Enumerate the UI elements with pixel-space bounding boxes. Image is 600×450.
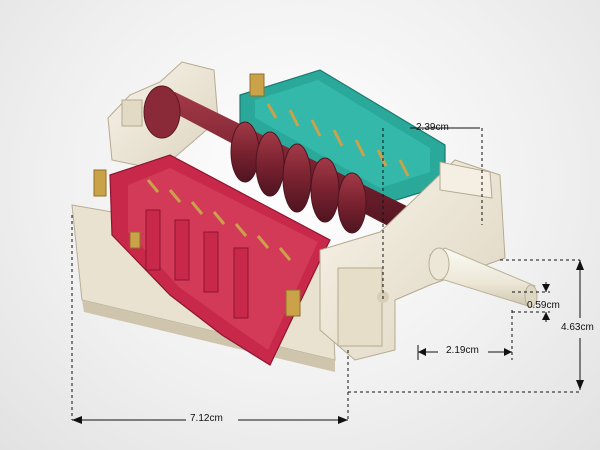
red-contact-block: [93, 154, 331, 366]
dimension-label-shaft-length: 2.19cm: [446, 345, 479, 356]
dimension-arrows: [72, 260, 584, 424]
front-housing: [319, 159, 506, 361]
dimension-label-shaft-diameter: 0.59cm: [527, 300, 560, 311]
control-shaft: [428, 247, 538, 308]
cam-shaft: [143, 85, 425, 235]
dimension-label-total-length: 7.12cm: [190, 413, 223, 424]
dimension-label-module-width: 2.39cm: [416, 122, 449, 133]
dimension-label-total-height: 4.63cm: [561, 322, 594, 333]
